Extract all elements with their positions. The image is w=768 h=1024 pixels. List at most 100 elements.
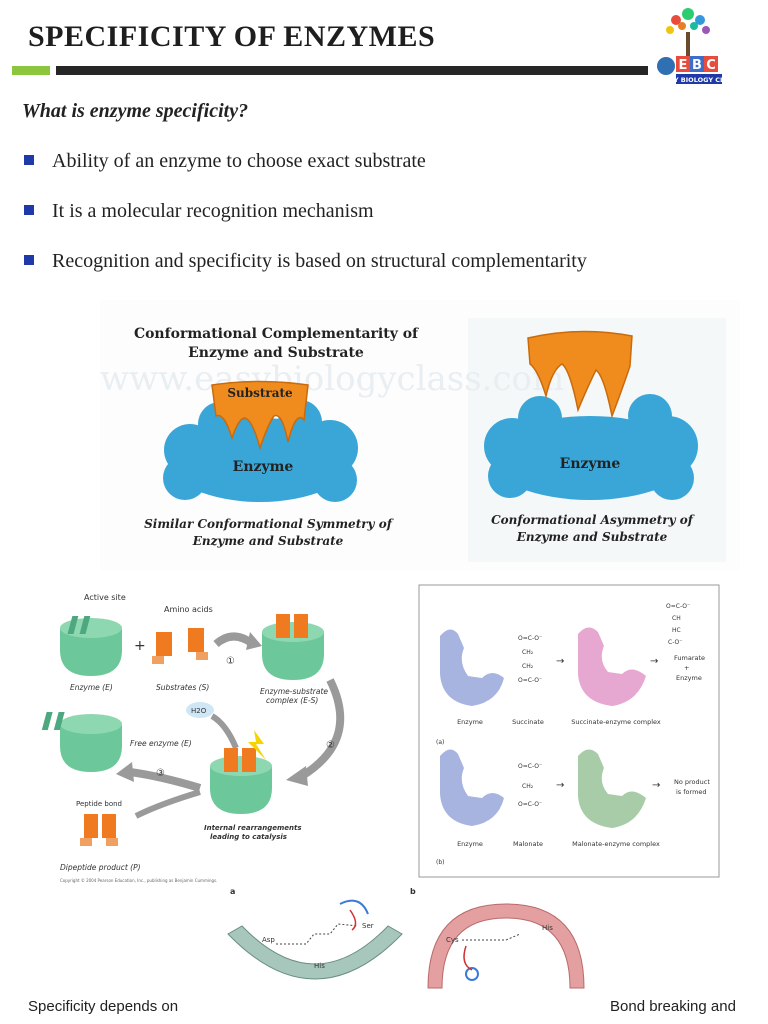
row-b-result-line1: No product xyxy=(674,778,710,786)
catalysis-enzyme-shape xyxy=(210,730,272,814)
step3-label: ③ xyxy=(156,768,165,779)
row-a-tag: (a) xyxy=(436,739,444,746)
arrow-step1 xyxy=(213,632,253,648)
peptide-bond-label: Peptide bond xyxy=(76,800,122,808)
residue-his-a: His xyxy=(314,962,325,970)
figure-conformational-complementarity: www.easybiologyclass.com Conformational … xyxy=(100,300,740,570)
accent-bar xyxy=(12,66,50,75)
row-b-complex-label: Malonate-enzyme complex xyxy=(572,840,660,848)
arrow-a2: → xyxy=(650,656,658,667)
substrates-shape xyxy=(152,628,208,664)
substrates-label: Substrates (S) xyxy=(156,683,209,692)
enzyme-shape-a xyxy=(440,629,504,706)
substrate-label: Substrate xyxy=(227,386,293,400)
bullet-square-icon xyxy=(24,255,34,265)
figure1-heading-line2: Enzyme and Substrate xyxy=(188,345,364,361)
logo-letter-c: C xyxy=(706,58,716,73)
active-site-arc-b xyxy=(427,903,585,989)
watermark: www.easybiologyclass.com xyxy=(100,359,564,399)
dipeptide-shape xyxy=(80,814,118,846)
svg-text:CH₂: CH₂ xyxy=(522,663,534,670)
malonate-structure: O=C-O⁻ xyxy=(518,763,542,770)
logo-letter-e: E xyxy=(679,58,688,73)
caption-right-line2: Enzyme and Substrate xyxy=(516,530,668,544)
globe-icon xyxy=(657,57,675,75)
substrate-shape-right xyxy=(527,330,633,419)
slide-title: SPECIFICITY OF ENZYMES xyxy=(28,20,436,53)
row-a-product-line2: + xyxy=(684,664,689,672)
panel-a-label: a xyxy=(230,887,235,896)
bullet-square-icon xyxy=(24,155,34,165)
figure1-heading-line1: Conformational Complementarity of xyxy=(134,326,419,342)
residue-ser: Ser xyxy=(362,922,374,930)
enzyme-shape-b xyxy=(440,749,504,826)
active-site-label: Active site xyxy=(84,593,126,602)
row-a-molecule-label: Succinate xyxy=(512,718,544,726)
step1-label: ① xyxy=(226,656,235,667)
svg-text:CH₂: CH₂ xyxy=(522,649,534,656)
logo-letter-b: B xyxy=(692,58,702,73)
row-b-enzyme-label: Enzyme xyxy=(457,840,483,848)
es-complex-label-line1: Enzyme-substrate xyxy=(260,687,328,696)
row-a-enzyme-label: Enzyme xyxy=(457,718,483,726)
row-a-product-line1: Fumarate xyxy=(674,654,705,662)
electron-arrow-b xyxy=(465,967,479,981)
bullet-square-icon xyxy=(24,205,34,215)
footer-right-text: Bond breaking and xyxy=(610,998,736,1015)
arrow-product xyxy=(134,789,201,819)
tree-icon xyxy=(666,8,710,56)
electron-arrow-a xyxy=(339,899,369,915)
svg-text:O=C-O⁻: O=C-O⁻ xyxy=(518,801,542,808)
arrow-step3 xyxy=(129,768,202,792)
enzyme-cloud-right xyxy=(484,394,698,500)
figure-catalytic-residues: a b Asp His Ser Cys His xyxy=(227,887,585,989)
logo-tagline: EASY BIOLOGY CLASS xyxy=(660,76,724,84)
malonate-complex-shape xyxy=(578,749,646,828)
svg-text:CH: CH xyxy=(672,615,681,622)
succinate-complex-shape xyxy=(578,627,646,706)
es-complex-label-line2: complex (E-S) xyxy=(266,696,318,705)
internal-label-line1: Internal rearrangements xyxy=(204,824,302,832)
arrow-step2 xyxy=(299,678,345,780)
enzyme-label-right: Enzyme xyxy=(560,456,621,472)
bullet-item: Recognition and specificity is based on … xyxy=(24,246,587,296)
panel-b-label: b xyxy=(410,887,416,896)
caption-left-line2: Enzyme and Substrate xyxy=(192,534,344,548)
residue-his-b: His xyxy=(542,924,553,932)
row-b-molecule-label: Malonate xyxy=(513,840,543,848)
row-b-tag: (b) xyxy=(436,859,445,866)
plus-sign: + xyxy=(134,638,146,654)
enzyme-label-left: Enzyme xyxy=(233,459,294,475)
bullet-item: It is a molecular recognition mechanism xyxy=(24,196,587,246)
es-complex-shape xyxy=(262,614,324,680)
svg-text:C-O⁻: C-O⁻ xyxy=(668,639,682,646)
amino-acids-label: Amino acids xyxy=(164,605,213,614)
substrate-shape-left xyxy=(211,380,309,451)
step2-label: ② xyxy=(326,740,335,751)
figure-competitive-inhibition: Enzyme O=C-O⁻ CH₂ CH₂ O=C-O⁻ Succinate →… xyxy=(418,584,720,878)
caption-right-line1: Conformational Asymmetry of xyxy=(491,513,695,527)
enzyme-e-label: Enzyme (E) xyxy=(70,683,113,692)
svg-text:HC: HC xyxy=(672,627,681,634)
figure-catalytic-cycle: Active site Amino acids Enzyme (E) + Sub… xyxy=(41,593,345,883)
arrow-a1: → xyxy=(556,656,564,667)
row-a-product-line3: Enzyme xyxy=(676,674,702,682)
bullet-item: Ability of an enzyme to choose exact sub… xyxy=(24,146,587,196)
row-b-result-line2: is formed xyxy=(676,788,707,796)
free-enzyme-shape xyxy=(41,712,122,772)
svg-text:CH₂: CH₂ xyxy=(522,783,534,790)
arrow-b1: → xyxy=(556,780,564,791)
section-question: What is enzyme specificity? xyxy=(22,100,249,122)
water-label: H2O xyxy=(191,707,207,715)
active-site-arc-a xyxy=(227,925,403,980)
ebc-logo: E B C EASY BIOLOGY CLASS xyxy=(657,8,724,84)
caption-left-line1: Similar Conformational Symmetry of xyxy=(144,517,394,531)
internal-label-line2: leading to catalysis xyxy=(210,833,287,841)
bullet-list: Ability of an enzyme to choose exact sub… xyxy=(24,146,587,296)
row-a-complex-label: Succinate-enzyme complex xyxy=(571,718,661,726)
lightning-icon xyxy=(248,730,266,760)
svg-text:O=C-O⁻: O=C-O⁻ xyxy=(518,677,542,684)
svg-text:O=C-O⁻: O=C-O⁻ xyxy=(666,603,690,610)
arrow-water xyxy=(210,713,239,750)
product-label: Dipeptide product (P) xyxy=(60,863,141,872)
